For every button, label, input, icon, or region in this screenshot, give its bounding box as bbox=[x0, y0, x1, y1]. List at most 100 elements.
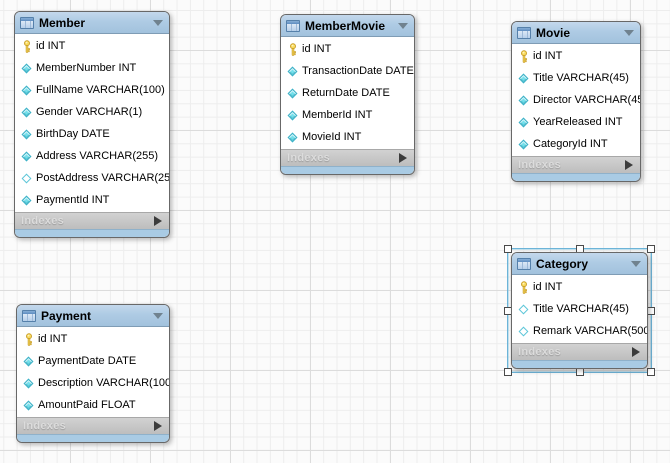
column-row[interactable]: Title VARCHAR(45) bbox=[512, 298, 647, 320]
column-row[interactable]: YearReleased INT bbox=[512, 111, 640, 133]
column-row[interactable]: ReturnDate DATE bbox=[281, 82, 414, 104]
column-label: YearReleased INT bbox=[533, 116, 623, 128]
table-bottom-edge bbox=[15, 229, 169, 237]
diamond-hollow-icon bbox=[517, 326, 530, 336]
key-icon bbox=[20, 39, 33, 53]
resize-handle-se[interactable] bbox=[647, 368, 655, 376]
expand-arrow-icon[interactable] bbox=[154, 216, 162, 226]
column-label: PaymentId INT bbox=[36, 194, 110, 206]
column-row[interactable]: id INT bbox=[281, 38, 414, 60]
column-row[interactable]: CategoryId INT bbox=[512, 133, 640, 155]
table-bottom-edge bbox=[512, 173, 640, 181]
indexes-label: Indexes bbox=[21, 215, 65, 227]
column-list: id INT Title VARCHAR(45) Director VARCHA… bbox=[512, 44, 640, 156]
indexes-bar[interactable]: Indexes bbox=[281, 149, 414, 166]
indexes-label: Indexes bbox=[23, 420, 67, 432]
column-label: id INT bbox=[38, 333, 68, 345]
collapse-triangle-icon[interactable] bbox=[624, 29, 634, 36]
collapse-triangle-icon[interactable] bbox=[398, 22, 408, 29]
column-label: MemberNumber INT bbox=[36, 62, 137, 74]
column-row[interactable]: Gender VARCHAR(1) bbox=[15, 101, 169, 123]
column-row[interactable]: PostAddress VARCHAR(255) bbox=[15, 167, 169, 189]
table-header[interactable]: MemberMovie bbox=[281, 15, 414, 37]
db-table-movie[interactable]: Movie id INT Title VARCHAR(45) Director … bbox=[511, 21, 641, 182]
table-header[interactable]: Payment bbox=[17, 305, 169, 327]
resize-handle-ne[interactable] bbox=[647, 245, 655, 253]
table-header[interactable]: Movie bbox=[512, 22, 640, 44]
expand-arrow-icon[interactable] bbox=[399, 153, 407, 163]
column-label: Title VARCHAR(45) bbox=[533, 72, 629, 84]
resize-handle-e[interactable] bbox=[647, 306, 655, 315]
column-row[interactable]: Title VARCHAR(45) bbox=[512, 67, 640, 89]
collapse-triangle-icon[interactable] bbox=[153, 312, 163, 319]
selection-frame bbox=[504, 245, 655, 376]
indexes-label: Indexes bbox=[287, 152, 331, 164]
table-title: Category bbox=[536, 256, 589, 271]
diamond-filled-icon bbox=[20, 107, 33, 117]
column-row[interactable]: Address VARCHAR(255) bbox=[15, 145, 169, 167]
key-icon bbox=[286, 42, 299, 56]
diamond-filled-icon bbox=[517, 95, 530, 105]
diamond-filled-icon bbox=[286, 110, 299, 120]
resize-handle-s[interactable] bbox=[575, 368, 584, 376]
column-row[interactable]: PaymentDate DATE bbox=[17, 350, 169, 372]
column-row[interactable]: PaymentId INT bbox=[15, 189, 169, 211]
db-table-member[interactable]: Member id INT MemberNumber INT FullName … bbox=[14, 11, 170, 238]
column-row[interactable]: Description VARCHAR(100) bbox=[17, 372, 169, 394]
resize-handle-sw[interactable] bbox=[504, 368, 512, 376]
table-header[interactable]: Member bbox=[15, 12, 169, 34]
indexes-bar[interactable]: Indexes bbox=[512, 156, 640, 173]
diamond-filled-icon bbox=[22, 356, 35, 366]
indexes-bar[interactable]: Indexes bbox=[512, 343, 647, 360]
table-bottom-edge bbox=[512, 360, 647, 368]
diamond-hollow-icon bbox=[517, 304, 530, 314]
key-icon bbox=[517, 280, 530, 294]
diamond-hollow-icon bbox=[20, 173, 33, 183]
column-row[interactable]: id INT bbox=[15, 35, 169, 57]
column-row[interactable]: MemberNumber INT bbox=[15, 57, 169, 79]
table-bottom-edge bbox=[17, 434, 169, 442]
indexes-bar[interactable]: Indexes bbox=[17, 417, 169, 434]
diamond-filled-icon bbox=[517, 73, 530, 83]
table-grid-icon bbox=[517, 257, 531, 270]
column-label: CategoryId INT bbox=[533, 138, 608, 150]
expand-arrow-icon[interactable] bbox=[154, 421, 162, 431]
column-row[interactable]: id INT bbox=[512, 276, 647, 298]
table-header[interactable]: Category bbox=[512, 253, 647, 275]
resize-handle-nw[interactable] bbox=[504, 245, 512, 253]
column-label: Address VARCHAR(255) bbox=[36, 150, 159, 162]
column-label: PostAddress VARCHAR(255) bbox=[36, 172, 170, 184]
column-label: ReturnDate DATE bbox=[302, 87, 390, 99]
column-list: id INT Title VARCHAR(45) Remark VARCHAR(… bbox=[512, 275, 647, 343]
column-row[interactable]: MovieId INT bbox=[281, 126, 414, 148]
column-label: TransactionDate DATE bbox=[302, 65, 414, 77]
column-row[interactable]: Remark VARCHAR(500) bbox=[512, 320, 647, 342]
diamond-filled-icon bbox=[20, 63, 33, 73]
column-row[interactable]: AmountPaid FLOAT bbox=[17, 394, 169, 416]
column-label: PaymentDate DATE bbox=[38, 355, 137, 367]
expand-arrow-icon[interactable] bbox=[632, 347, 640, 357]
indexes-bar[interactable]: Indexes bbox=[15, 212, 169, 229]
db-table-category[interactable]: Category id INT Title VARCHAR(45) Remark… bbox=[511, 252, 648, 369]
table-grid-icon bbox=[22, 309, 36, 322]
column-label: MovieId INT bbox=[302, 131, 362, 143]
expand-arrow-icon[interactable] bbox=[625, 160, 633, 170]
column-row[interactable]: Director VARCHAR(45) bbox=[512, 89, 640, 111]
collapse-triangle-icon[interactable] bbox=[631, 260, 641, 267]
column-row[interactable]: TransactionDate DATE bbox=[281, 60, 414, 82]
table-grid-icon bbox=[517, 26, 531, 39]
column-row[interactable]: FullName VARCHAR(100) bbox=[15, 79, 169, 101]
column-row[interactable]: id INT bbox=[17, 328, 169, 350]
column-row[interactable]: id INT bbox=[512, 45, 640, 67]
table-bottom-edge bbox=[281, 166, 414, 174]
table-grid-icon bbox=[286, 19, 300, 32]
db-table-payment[interactable]: Payment id INT PaymentDate DATE Descript… bbox=[16, 304, 170, 443]
column-row[interactable]: MemberId INT bbox=[281, 104, 414, 126]
db-table-membermovie[interactable]: MemberMovie id INT TransactionDate DATE … bbox=[280, 14, 415, 175]
diamond-filled-icon bbox=[22, 378, 35, 388]
indexes-label: Indexes bbox=[518, 346, 562, 358]
collapse-triangle-icon[interactable] bbox=[153, 19, 163, 26]
column-row[interactable]: BirthDay DATE bbox=[15, 123, 169, 145]
column-label: BirthDay DATE bbox=[36, 128, 110, 140]
